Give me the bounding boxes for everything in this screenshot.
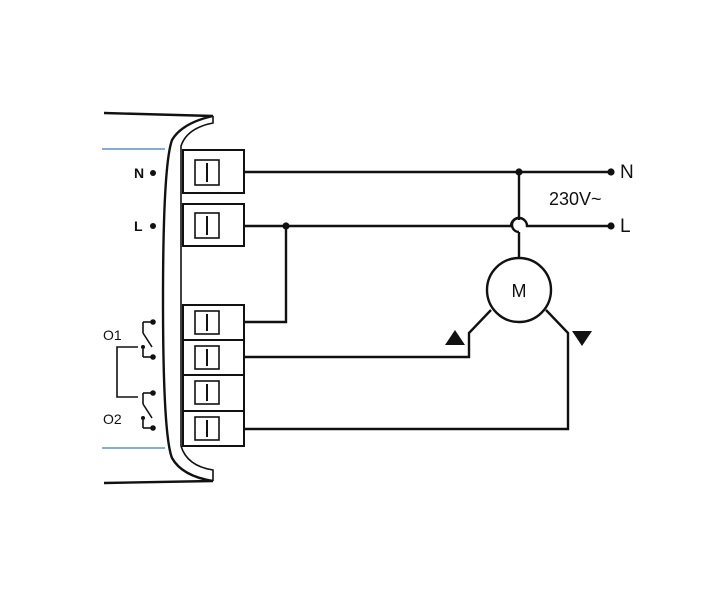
- terminal-block-group: [182, 149, 245, 447]
- terminal-n: [182, 149, 245, 194]
- device-label-o2: O2: [103, 411, 122, 427]
- supply-voltage: 230V~: [549, 189, 602, 209]
- terminal-l: [182, 203, 245, 247]
- device-labels: N L O1 O2: [103, 165, 156, 427]
- wire-o1-to-motor: [244, 309, 492, 359]
- wire-line: [244, 216, 611, 228]
- wire-o2-to-motor: [244, 309, 570, 431]
- terminal-dot-n: [607, 168, 615, 176]
- down-arrow-icon: [572, 331, 592, 346]
- up-arrow-icon: [445, 330, 465, 345]
- relay-contacts: [116, 319, 156, 431]
- relay-bridge: [116, 346, 138, 398]
- terminal-o2-common: [182, 374, 245, 412]
- supply-label-n: N: [620, 162, 634, 183]
- device-housing: [102, 111, 214, 485]
- supply-label-l: L: [620, 216, 631, 237]
- device-dot-l: [150, 223, 156, 229]
- motor-label: M: [512, 281, 527, 301]
- supply-labels: N L 230V~: [549, 162, 634, 237]
- wires: [244, 168, 615, 431]
- motor-circle: [485, 256, 553, 324]
- relay-contact-o1: [141, 319, 156, 360]
- device-label-l: L: [134, 218, 143, 234]
- relay-contact-o2: [141, 390, 156, 431]
- terminal-dot-l: [607, 222, 615, 230]
- wire-l-to-o1: [244, 226, 288, 324]
- device-label-n: N: [134, 165, 144, 181]
- device-label-o1: O1: [103, 327, 122, 343]
- device-dot-n: [150, 170, 156, 176]
- motor: M: [445, 256, 592, 346]
- terminal-o1-out: [182, 339, 245, 376]
- wire-crossover: [510, 216, 520, 234]
- terminal-o2-out: [182, 410, 245, 447]
- terminal-o1-common: [182, 304, 245, 341]
